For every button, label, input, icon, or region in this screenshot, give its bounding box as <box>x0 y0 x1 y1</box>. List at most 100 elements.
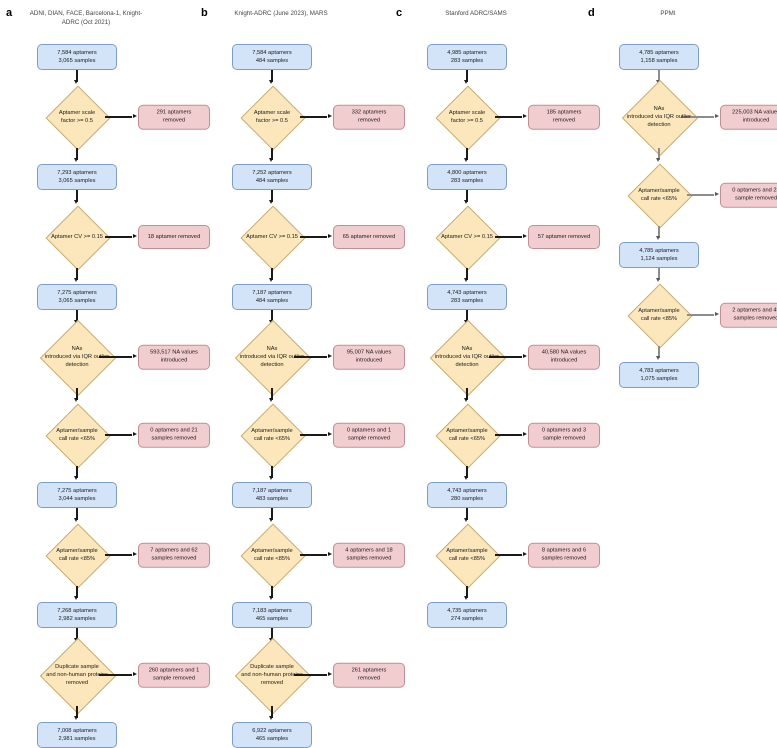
arrow-head-icon <box>656 236 661 240</box>
flow-arrow-down <box>402 586 532 602</box>
flow-arrow-right <box>300 551 333 559</box>
text-line: Aptamer CV >= 0.15 <box>441 233 493 240</box>
text-line: 6,922 aptamers <box>252 727 292 734</box>
text-line: sample removed <box>542 436 586 442</box>
flow-arrow-down <box>594 268 724 284</box>
arrow-line <box>466 310 468 322</box>
text-line: 4,783 aptamers <box>639 367 679 374</box>
arrow-line <box>76 508 78 520</box>
arrow-head-icon <box>523 354 527 359</box>
text-line: call rate <85% <box>58 556 96 562</box>
text-line: 3,065 samples <box>58 58 96 64</box>
text-line: 7,293 aptamers <box>57 169 97 176</box>
flow-arrow-down <box>594 226 724 242</box>
arrow-head-icon <box>133 432 137 437</box>
text-line: NAs <box>266 345 278 352</box>
panel-title-c: Stanford ADRC/SAMS <box>445 10 507 17</box>
arrow-head-icon <box>74 398 79 402</box>
text-line: samples removed <box>151 436 197 442</box>
arrow-head-icon <box>328 432 332 437</box>
arrow-line <box>271 310 273 322</box>
arrow-head-icon <box>133 114 137 119</box>
arrow-line <box>466 586 468 598</box>
text-line: sample removed <box>734 196 777 202</box>
flow-arrow-down <box>207 70 337 86</box>
flow-arrow-down <box>402 508 532 524</box>
text-line: Aptamer/sample <box>56 427 98 434</box>
flow-arrow-down <box>12 706 142 722</box>
text-line: Aptamer/sample <box>446 427 488 434</box>
panel-letter-c: c <box>396 7 403 19</box>
text-line: Aptamer scale <box>58 109 96 116</box>
flow-arrow-down <box>12 190 142 206</box>
text-line: NAs <box>653 105 665 112</box>
text-line: detection <box>647 122 671 129</box>
flow-arrow-right <box>495 431 528 439</box>
arrow-line <box>658 148 660 160</box>
flow-arrow-down <box>207 268 337 284</box>
text-line: and non-human proteins <box>241 671 303 678</box>
text-line: 4,743 aptamers <box>447 487 487 494</box>
arrow-line <box>466 70 468 82</box>
flow-arrow-down <box>402 148 532 164</box>
flow-arrow-down <box>402 388 532 404</box>
arrow-head-icon <box>523 552 527 557</box>
arrow-head-icon <box>269 716 274 720</box>
flow-arrow-down <box>594 346 724 362</box>
text-line: 7,183 aptamers <box>252 607 292 614</box>
text-line: call rate <85% <box>448 556 486 562</box>
arrow-head-icon <box>523 234 527 239</box>
arrow-head-icon <box>523 114 527 119</box>
panel-letter-d: d <box>588 7 595 19</box>
arrow-line <box>300 434 327 436</box>
arrow-line <box>300 236 327 238</box>
text-line: sample removed <box>347 436 391 442</box>
flow-arrow-down <box>12 148 142 164</box>
arrow-line <box>271 388 273 400</box>
flow-arrow-down <box>12 268 142 284</box>
arrow-head-icon <box>133 354 137 359</box>
text-line: NAs <box>71 345 83 352</box>
text-line: 291 aptamers <box>156 109 192 116</box>
arrow-line <box>76 70 78 82</box>
text-line: 7 aptamers and 62 <box>150 547 198 554</box>
arrow-line <box>105 554 132 556</box>
text-line: 40,580 NA values <box>541 349 587 356</box>
arrow-line <box>489 356 522 358</box>
arrow-line <box>300 554 327 556</box>
arrow-line <box>495 434 522 436</box>
text-line: 1,158 samples <box>640 58 678 64</box>
arrow-line <box>658 346 660 358</box>
text-line: 4,985 aptamers <box>447 49 487 56</box>
text-line: factor >= 0.5 <box>61 118 93 124</box>
arrow-line <box>681 116 714 118</box>
